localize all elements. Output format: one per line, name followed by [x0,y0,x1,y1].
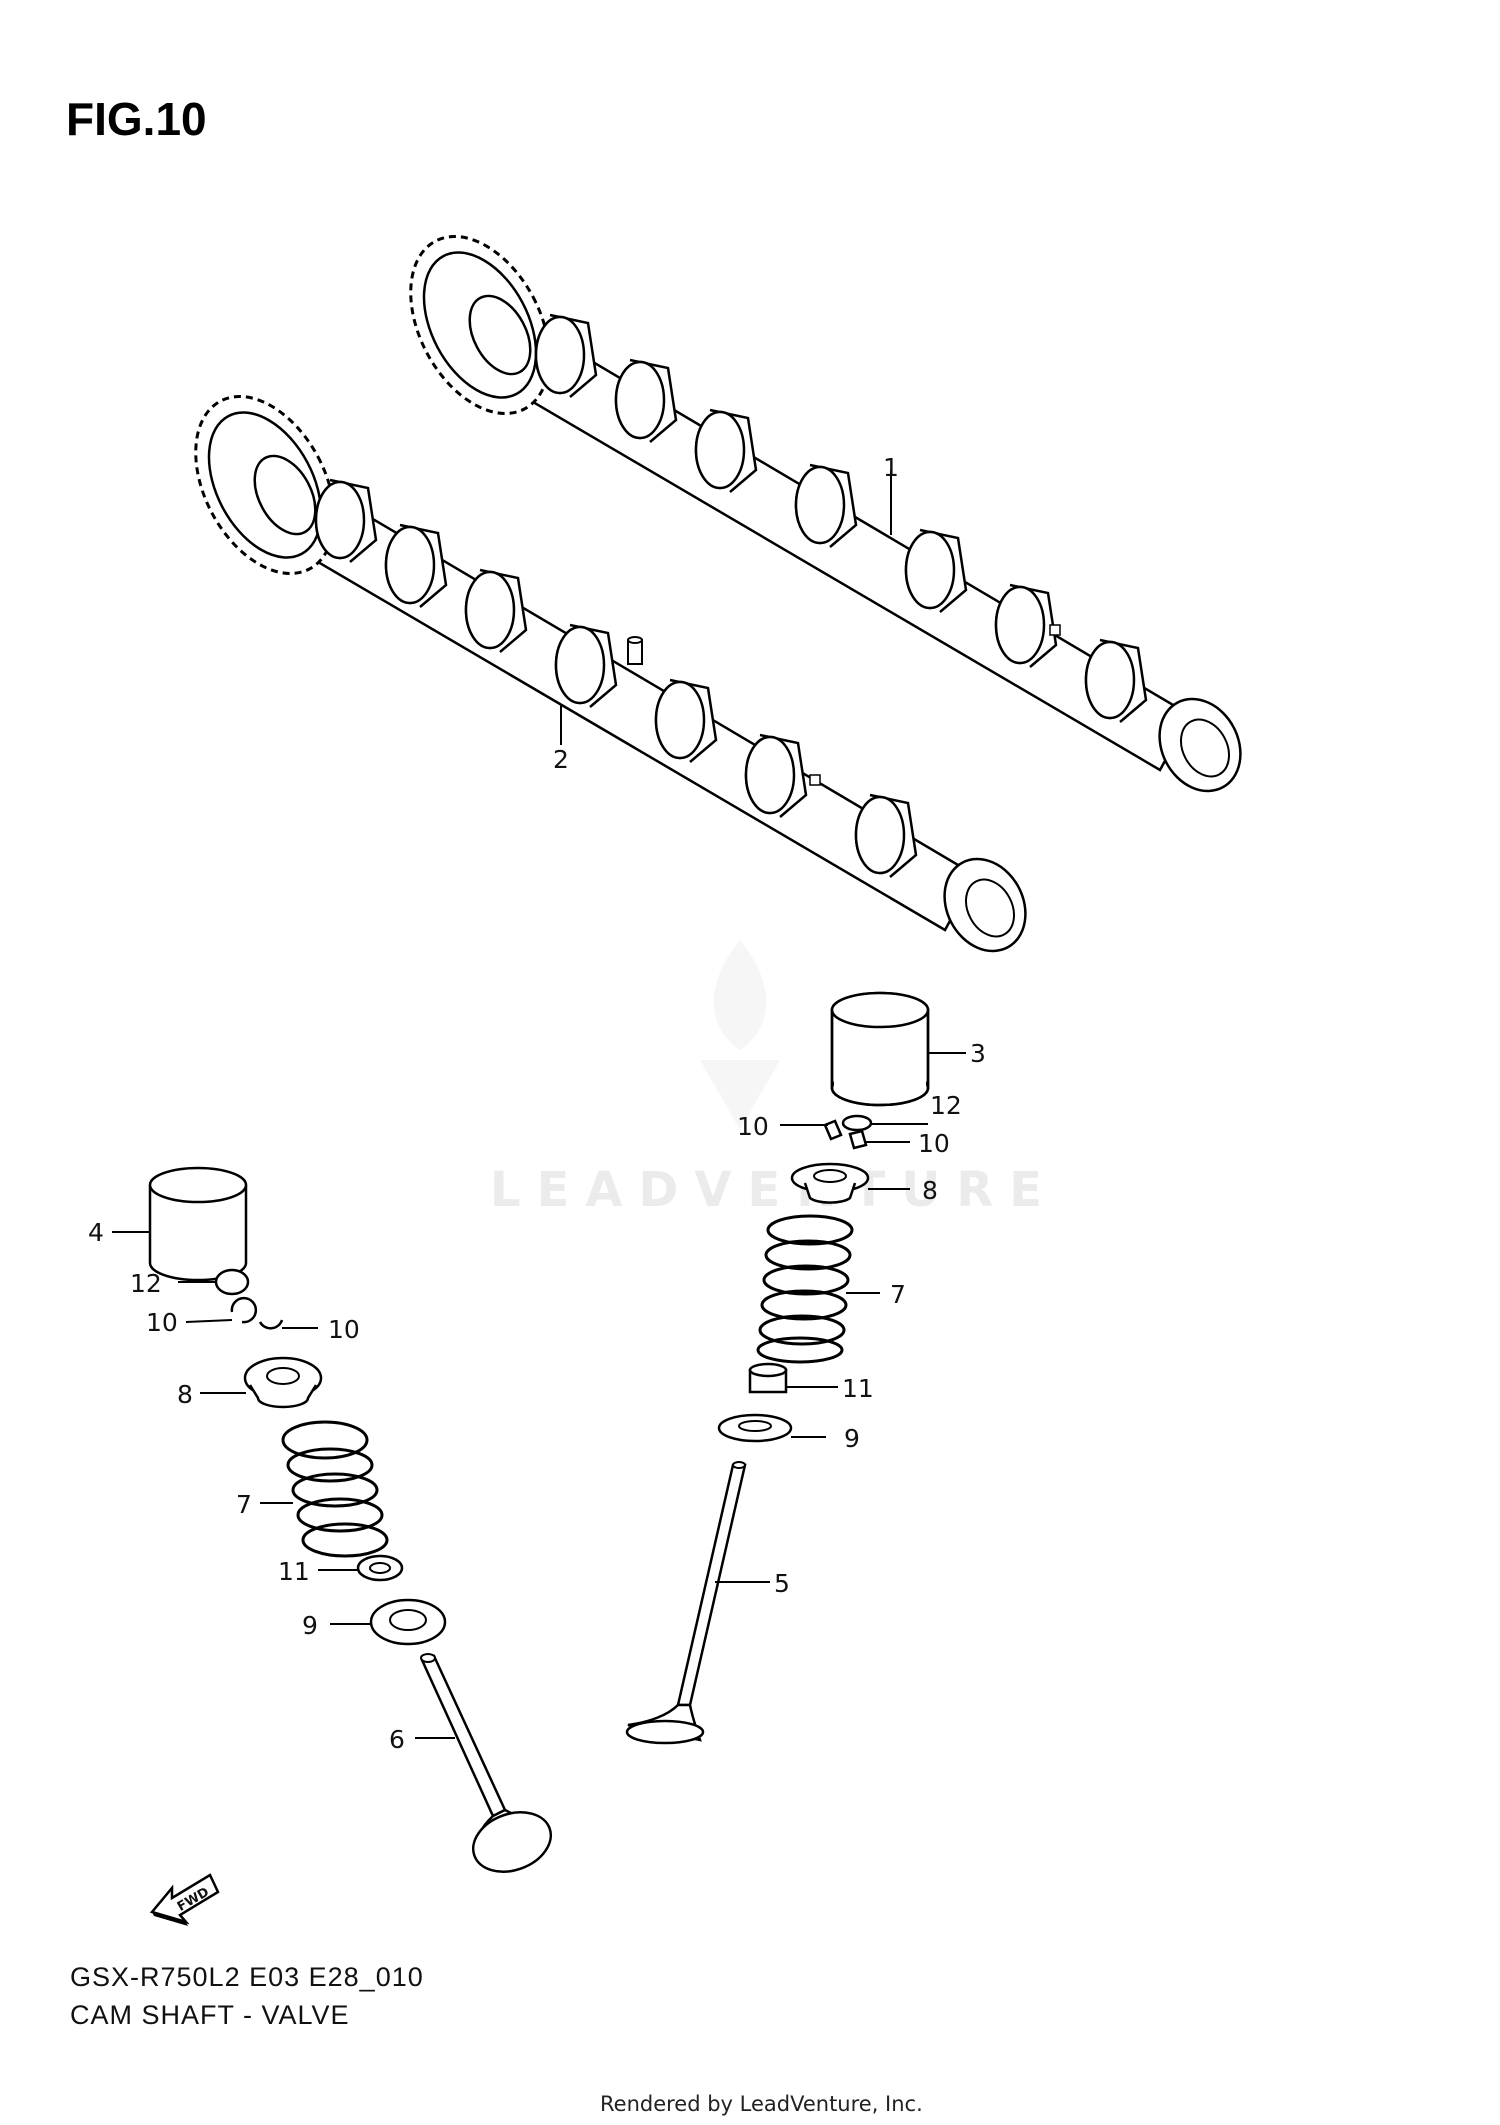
valve-6 [420,1653,553,1873]
callout-11-left: 11 [278,1557,310,1586]
shim-12-left [214,1268,250,1296]
tappet-4 [148,1166,248,1282]
diagram-caption: CAM SHAFT - VALVE [70,2000,350,2030]
retainer-8 [790,1162,870,1204]
callout-9-right: 9 [844,1424,860,1453]
spring-seat-9 [717,1413,793,1443]
callout-10-right-b: 10 [918,1129,950,1158]
callout-10-left-a: 10 [146,1308,178,1337]
callout-7-right: 7 [890,1280,906,1309]
cotter-10d [258,1319,284,1330]
stem-seal-11-left [356,1554,404,1582]
callout-9-left: 9 [302,1611,318,1640]
callout-7-left: 7 [236,1490,252,1519]
callout-2: 2 [553,745,569,774]
callout-12-left: 12 [130,1269,162,1298]
valve-5 [625,1461,747,1745]
cotter-10b [848,1129,868,1150]
callout-5: 5 [774,1569,790,1598]
watermark-logo [700,940,780,1130]
callout-10-left-b: 10 [328,1315,360,1344]
callout-8-left: 8 [177,1380,193,1409]
callout-11-right: 11 [842,1374,874,1403]
watermark-text: LEADVENTURE [490,1162,1058,1218]
tappet-3 [830,991,930,1107]
camshaft-1-sprocket [409,235,551,415]
cotter-10a [823,1119,843,1141]
shim-12 [841,1114,873,1132]
spring-7 [756,1214,854,1364]
callout-10-right-a: 10 [737,1112,769,1141]
fwd-arrow-icon: FWD [149,1873,220,1926]
retainer-8-left [243,1356,323,1409]
camshaft-2 [194,395,1027,953]
stem-seal-11 [748,1362,788,1394]
valve-stack-intake [625,991,930,1745]
leader-lines [112,470,966,1739]
model-code: GSX-R750L2 E03 E28_010 [70,1962,424,1992]
callout-12-right: 12 [930,1091,962,1120]
cotter-10c [230,1296,258,1324]
callout-8-right: 8 [922,1176,938,1205]
callout-4: 4 [88,1218,104,1247]
figure-title: FIG.10 [66,93,207,145]
callout-6: 6 [389,1725,405,1754]
callout-1: 1 [883,453,899,482]
camshaft-2-sprocket [194,395,336,575]
spring-seat-9-left [369,1598,447,1646]
spring-7-left [281,1420,389,1558]
valve-stack-exhaust [148,1166,553,1873]
callout-3: 3 [970,1039,986,1068]
footer-credit: Rendered by LeadVenture, Inc. [600,2092,923,2116]
camshaft-1 [409,235,1242,793]
